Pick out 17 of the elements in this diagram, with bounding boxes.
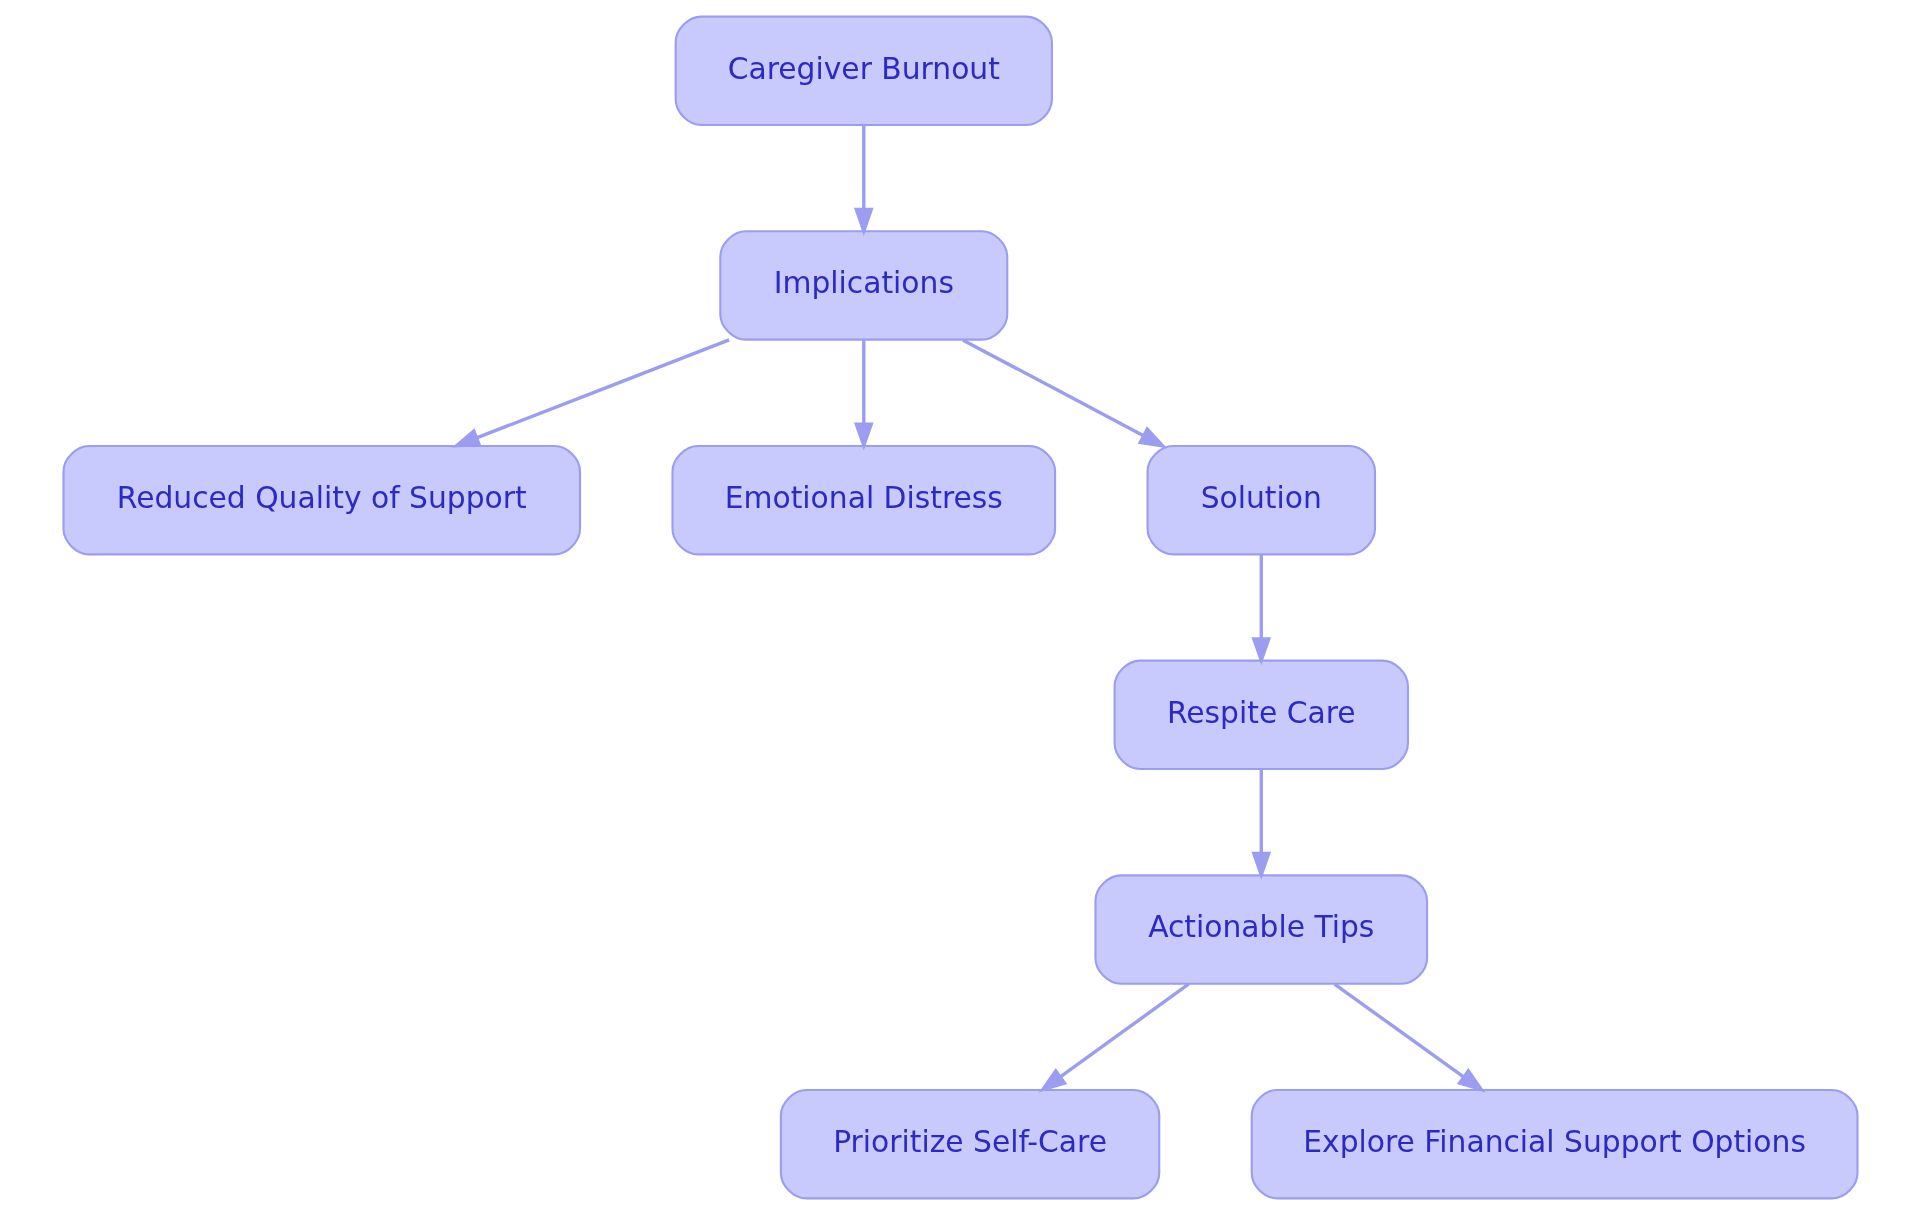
arrow — [1333, 982, 1485, 1093]
arrow — [1250, 554, 1271, 666]
node-box: Explore Financial Support Options — [1250, 1088, 1859, 1200]
arrow — [451, 338, 730, 448]
arrow — [853, 340, 874, 451]
arrow — [1038, 982, 1190, 1093]
node-box: Prioritize Self-Care — [779, 1088, 1160, 1200]
node-box: Caregiver Burnout — [674, 15, 1053, 127]
arrow — [961, 338, 1167, 449]
node-box: Emotional Distress — [670, 444, 1056, 556]
node-box: Implications — [718, 230, 1008, 341]
arrow — [1250, 769, 1271, 880]
node-box: Respite Care — [1113, 659, 1409, 771]
node-box: Solution — [1146, 444, 1376, 556]
node-box: Reduced Quality of Support — [61, 444, 581, 556]
node-box: Actionable Tips — [1093, 874, 1428, 985]
arrow — [853, 125, 874, 236]
